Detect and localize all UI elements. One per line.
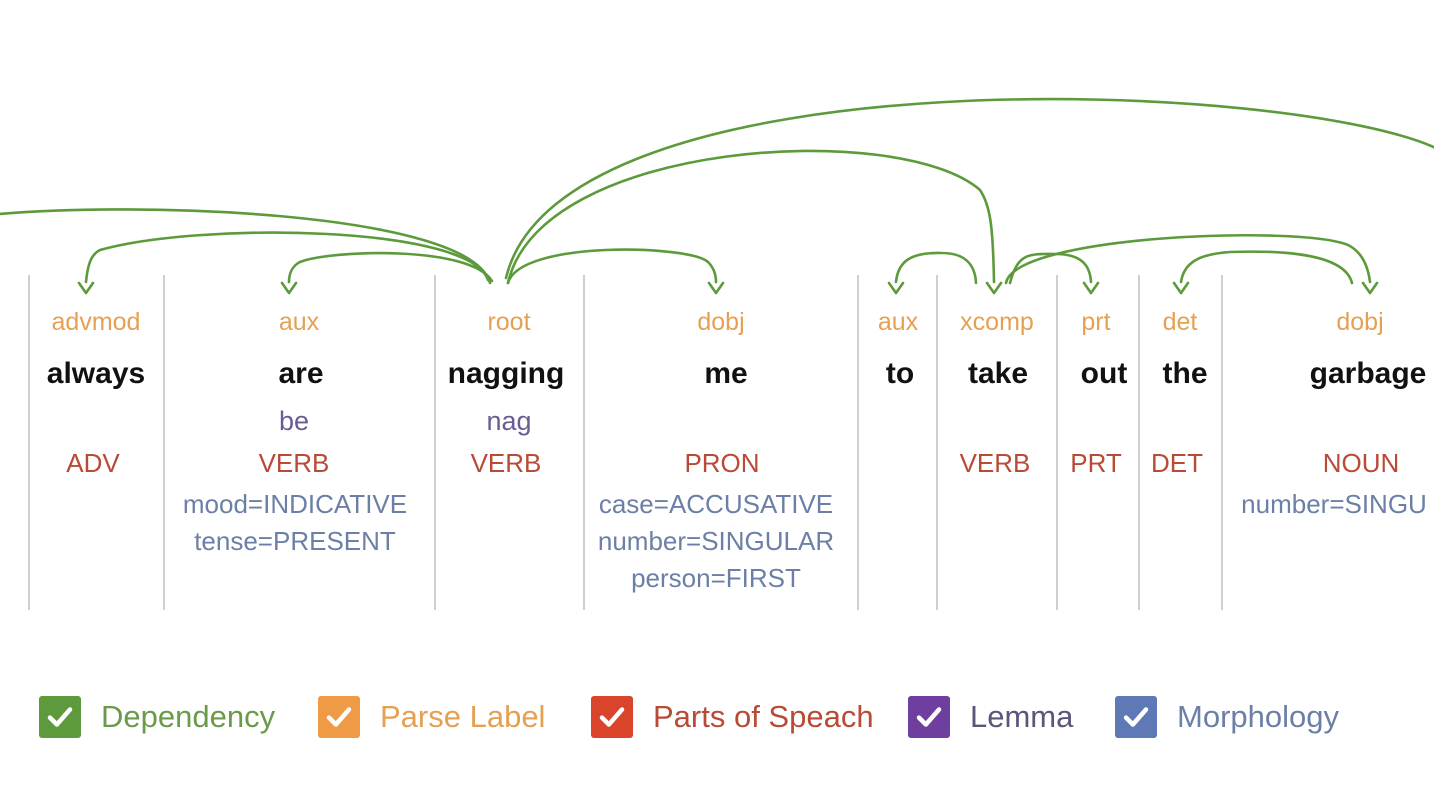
arrowhead-icon [1082, 281, 1100, 295]
parse-label: prt [1081, 308, 1111, 336]
morph-feature: tense=PRESENT [194, 526, 396, 556]
legend-label: Parts of Speach [653, 699, 874, 734]
lemma: be [278, 406, 310, 436]
morph-feature: mood=INDICATIVE [182, 489, 408, 519]
parts-of-speech-checkbox[interactable] [591, 696, 633, 738]
arrowhead-icon [77, 281, 95, 295]
dependency-arc [1179, 250, 1354, 285]
checkmark-icon [1123, 707, 1149, 727]
token-word: nagging [447, 357, 565, 390]
separator [1056, 275, 1058, 610]
part-of-speech: ADV [66, 448, 120, 478]
parse-label-checkbox[interactable] [318, 696, 360, 738]
dependency-arc [506, 248, 718, 285]
legend-item-dependency[interactable]: Dependency [39, 695, 275, 739]
legend-item-lemma[interactable]: Lemma [908, 695, 1073, 739]
legend-label: Morphology [1177, 699, 1339, 734]
arrowhead-icon [280, 281, 298, 295]
lemma-checkbox[interactable] [908, 696, 950, 738]
token-word: to [885, 357, 915, 390]
dependency-arc [287, 251, 494, 284]
parse-label: dobj [697, 308, 745, 336]
morphology-checkbox[interactable] [1115, 696, 1157, 738]
arrowhead-icon [707, 281, 725, 295]
legend-label: Parse Label [380, 699, 546, 734]
token-word: the [1162, 357, 1208, 390]
morph-feature: person=FIRST [631, 563, 801, 593]
legend-label: Dependency [101, 699, 276, 734]
dependency-checkbox[interactable] [39, 696, 81, 738]
separator [1221, 275, 1223, 610]
part-of-speech: PRON [684, 448, 760, 478]
morph-feature: number=SINGU [1241, 489, 1427, 519]
checkmark-icon [47, 707, 73, 727]
dependency-arc [506, 149, 996, 285]
separator [936, 275, 938, 610]
parse-label: root [487, 308, 531, 336]
dependency-arc [1008, 252, 1093, 285]
part-of-speech: NOUN [1322, 448, 1400, 478]
checkmark-icon [599, 707, 625, 727]
token-morphology: mood=INDICATIVE tense=PRESENT [183, 486, 407, 560]
parse-label: aux [278, 308, 320, 336]
arrowhead-icon [887, 281, 905, 295]
separator [583, 275, 585, 610]
morph-feature: case=ACCUSATIVE [598, 489, 834, 519]
token-morphology: number=SINGU [1241, 486, 1427, 523]
legend-label: Lemma [970, 699, 1074, 734]
token-morphology: E [0, 486, 1, 523]
morph-feature: E [0, 486, 1, 523]
legend-item-parse-label[interactable]: Parse Label [318, 695, 545, 739]
arrowhead-icon [985, 281, 1003, 295]
arrowhead-icon [1172, 281, 1190, 295]
parse-label: dobj [1336, 308, 1384, 336]
part-of-speech: VERB [959, 448, 1031, 478]
arrowhead-icon [1361, 281, 1379, 295]
checkmark-icon [916, 707, 942, 727]
part-of-speech: DET [1151, 448, 1203, 478]
morph-feature: number=SINGULAR [597, 526, 835, 556]
token-morphology: case=ACCUSATIVE number=SINGULAR person=F… [598, 486, 834, 597]
part-of-speech: PRT [1070, 448, 1122, 478]
token-word: always [46, 357, 146, 390]
separator [857, 275, 859, 610]
token-word: out [1080, 357, 1128, 390]
separator [163, 275, 165, 610]
lemma: nag [486, 406, 532, 436]
parse-label: xcomp [960, 308, 1034, 336]
parse-label: det [1162, 308, 1198, 336]
dependency-arc [894, 251, 978, 285]
token-word: are [278, 357, 324, 390]
token-word: take [967, 357, 1029, 390]
part-of-speech: VERB [470, 448, 542, 478]
legend-item-morphology[interactable]: Morphology [1115, 695, 1339, 739]
dependency-arc [504, 97, 1434, 280]
parse-label: advmod [51, 308, 141, 336]
checkmark-icon [326, 707, 352, 727]
token-word: me [704, 357, 748, 390]
part-of-speech: VERB [258, 448, 330, 478]
dependency-arc [0, 208, 492, 285]
separator [434, 275, 436, 610]
separator [28, 275, 30, 610]
parse-label: aux [877, 308, 919, 336]
dependency-arc [1004, 234, 1372, 285]
token-word: garbage [1309, 357, 1427, 390]
separator [1138, 275, 1140, 610]
dependency-arc [84, 231, 490, 284]
legend-item-parts-of-speech[interactable]: Parts of Speach [591, 695, 874, 739]
